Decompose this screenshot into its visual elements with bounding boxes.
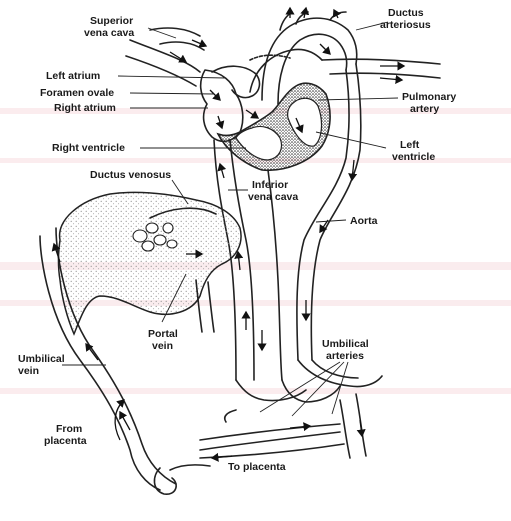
right-atrium-shape — [201, 70, 243, 141]
label-pulmonary-artery-1: Pulmonary — [402, 91, 456, 103]
label-umbilical-vein-2: vein — [18, 365, 39, 377]
umbilical-arteries — [200, 360, 382, 458]
label-aorta: Aorta — [350, 215, 378, 227]
label-foramen-ovale: Foramen ovale — [40, 87, 114, 99]
label-right-atrium: Right atrium — [54, 102, 116, 114]
label-umbilical-arteries-2: arteries — [326, 350, 364, 362]
label-portal-vein-1: Portal — [148, 328, 178, 340]
label-from-placenta-2: placenta — [44, 435, 87, 447]
label-umbilical-arteries-1: Umbilical — [322, 338, 369, 350]
label-inferior-vena-cava-1: Inferior — [252, 179, 288, 191]
label-superior-vena-cava-2: vena cava — [84, 27, 134, 39]
label-ductus-arteriosus-1: Ductus — [388, 7, 424, 19]
label-left-ventricle-2: ventricle — [392, 151, 435, 163]
label-ductus-venosus: Ductus venosus — [90, 169, 171, 181]
label-portal-vein-2: vein — [152, 340, 173, 352]
label-to-placenta: To placenta — [228, 461, 286, 473]
label-right-ventricle: Right ventricle — [52, 142, 125, 154]
liver — [59, 192, 242, 334]
label-umbilical-vein-1: Umbilical — [18, 353, 65, 365]
label-inferior-vena-cava-2: vena cava — [248, 191, 298, 203]
label-superior-vena-cava-1: Superior — [90, 15, 133, 27]
label-pulmonary-artery-2: artery — [410, 103, 439, 115]
label-ductus-arteriosus-2: arteriosus — [380, 19, 431, 31]
label-from-placenta-1: From — [56, 423, 82, 435]
label-left-ventricle-1: Left — [400, 139, 420, 151]
label-left-atrium: Left atrium — [46, 70, 100, 82]
